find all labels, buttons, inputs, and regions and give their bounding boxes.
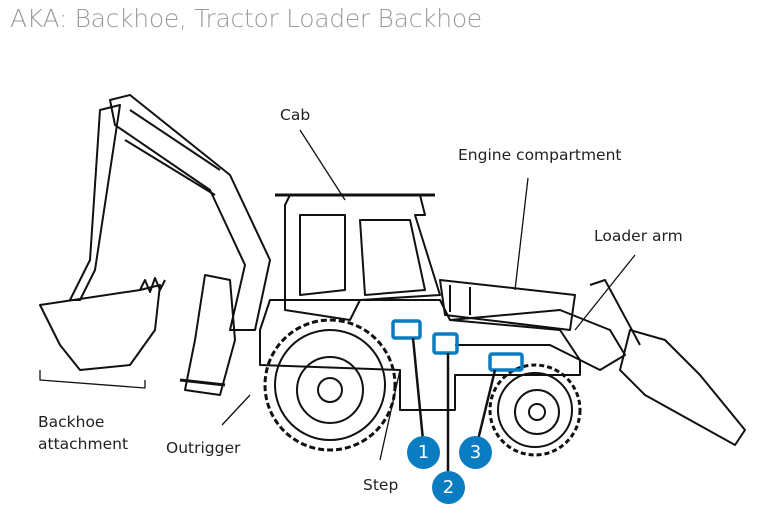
label-cab: Cab: [280, 106, 311, 124]
marker-2[interactable]: 2: [432, 471, 465, 504]
label-loader-arm: Loader arm: [594, 227, 683, 245]
front-wheel: [488, 363, 582, 457]
backhoe-bucket: [39, 284, 161, 371]
outrigger: [184, 274, 236, 396]
label-backhoe-line1: Backhoe: [38, 413, 105, 431]
loader-bucket: [619, 329, 746, 446]
engine-compartment: [439, 279, 576, 331]
backhoe-boom: [109, 94, 271, 331]
loader-arm: [449, 309, 626, 371]
marker-3[interactable]: 3: [459, 436, 492, 469]
rear-wheel: [263, 318, 397, 452]
page-title: AKA: Backhoe, Tractor Loader Backhoe: [10, 4, 482, 33]
label-backhoe-attachment: Backhoe attachment: [38, 411, 128, 455]
label-outrigger: Outrigger: [166, 439, 241, 457]
label-engine-compartment: Engine compartment: [458, 146, 622, 164]
chassis: [259, 299, 581, 411]
highlight-boxes: [391, 319, 524, 372]
label-leaders: [39, 129, 636, 461]
label-step: Step: [363, 476, 399, 494]
marker-1[interactable]: 1: [407, 436, 440, 469]
label-backhoe-line2: attachment: [38, 435, 129, 453]
backhoe-stick: [69, 104, 121, 301]
